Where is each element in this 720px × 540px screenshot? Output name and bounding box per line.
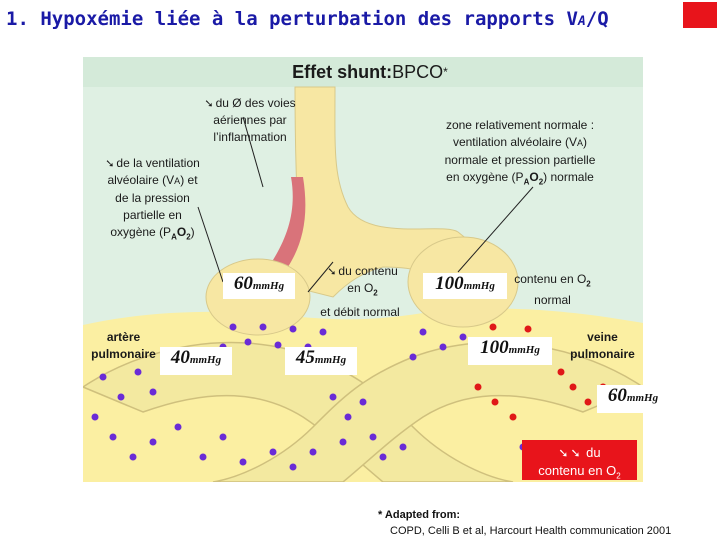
- pressure-label: 45mmHg: [285, 347, 357, 375]
- pressure-label: 100mmHg: [423, 273, 507, 299]
- header-band: [83, 57, 643, 87]
- slide-title: 1. Hypoxémie liée à la perturbation des …: [6, 8, 609, 30]
- annotation-contenu-low: ➘du contenu en O2: [327, 264, 398, 298]
- arrow-down-icon: ➘: [204, 97, 214, 110]
- footnote-title: * Adapted from:: [378, 509, 461, 521]
- arrow-down-icon: ➘: [570, 446, 581, 460]
- annotation-normal-zone: zone relativement normale : ventilation …: [444, 118, 596, 187]
- callout-low-o2: ➘➘ du contenu en O2: [522, 440, 637, 481]
- diagram-header: Effet shunt:BPCO*: [292, 62, 448, 82]
- shunt-diagram: [83, 57, 643, 482]
- pressure-label: 60mmHg: [597, 385, 669, 413]
- pressure-label: 40mmHg: [160, 347, 232, 375]
- annotation-ventilation: ➘de la ventilation alvéolaire (VA) et de…: [105, 156, 200, 242]
- arrow-down-icon: ➘: [327, 265, 337, 278]
- inflamed-wall: [263, 177, 306, 283]
- arrow-down-icon: ➘: [558, 446, 569, 460]
- corner-red-square: [683, 2, 717, 28]
- footnote-citation: COPD, Celli B et al, Harcourt Health com…: [390, 525, 672, 537]
- pressure-label: 100mmHg: [468, 337, 552, 365]
- annotation-debit: et débit normal: [320, 305, 400, 319]
- pressure-label: 60mmHg: [223, 273, 295, 299]
- annotation-airway: ➘du Ø des voies aériennes par l’inflamma…: [204, 96, 296, 144]
- annotation-contenu-normal: contenu en O2 normal: [514, 272, 591, 308]
- arrow-down-icon: ➘: [105, 157, 115, 170]
